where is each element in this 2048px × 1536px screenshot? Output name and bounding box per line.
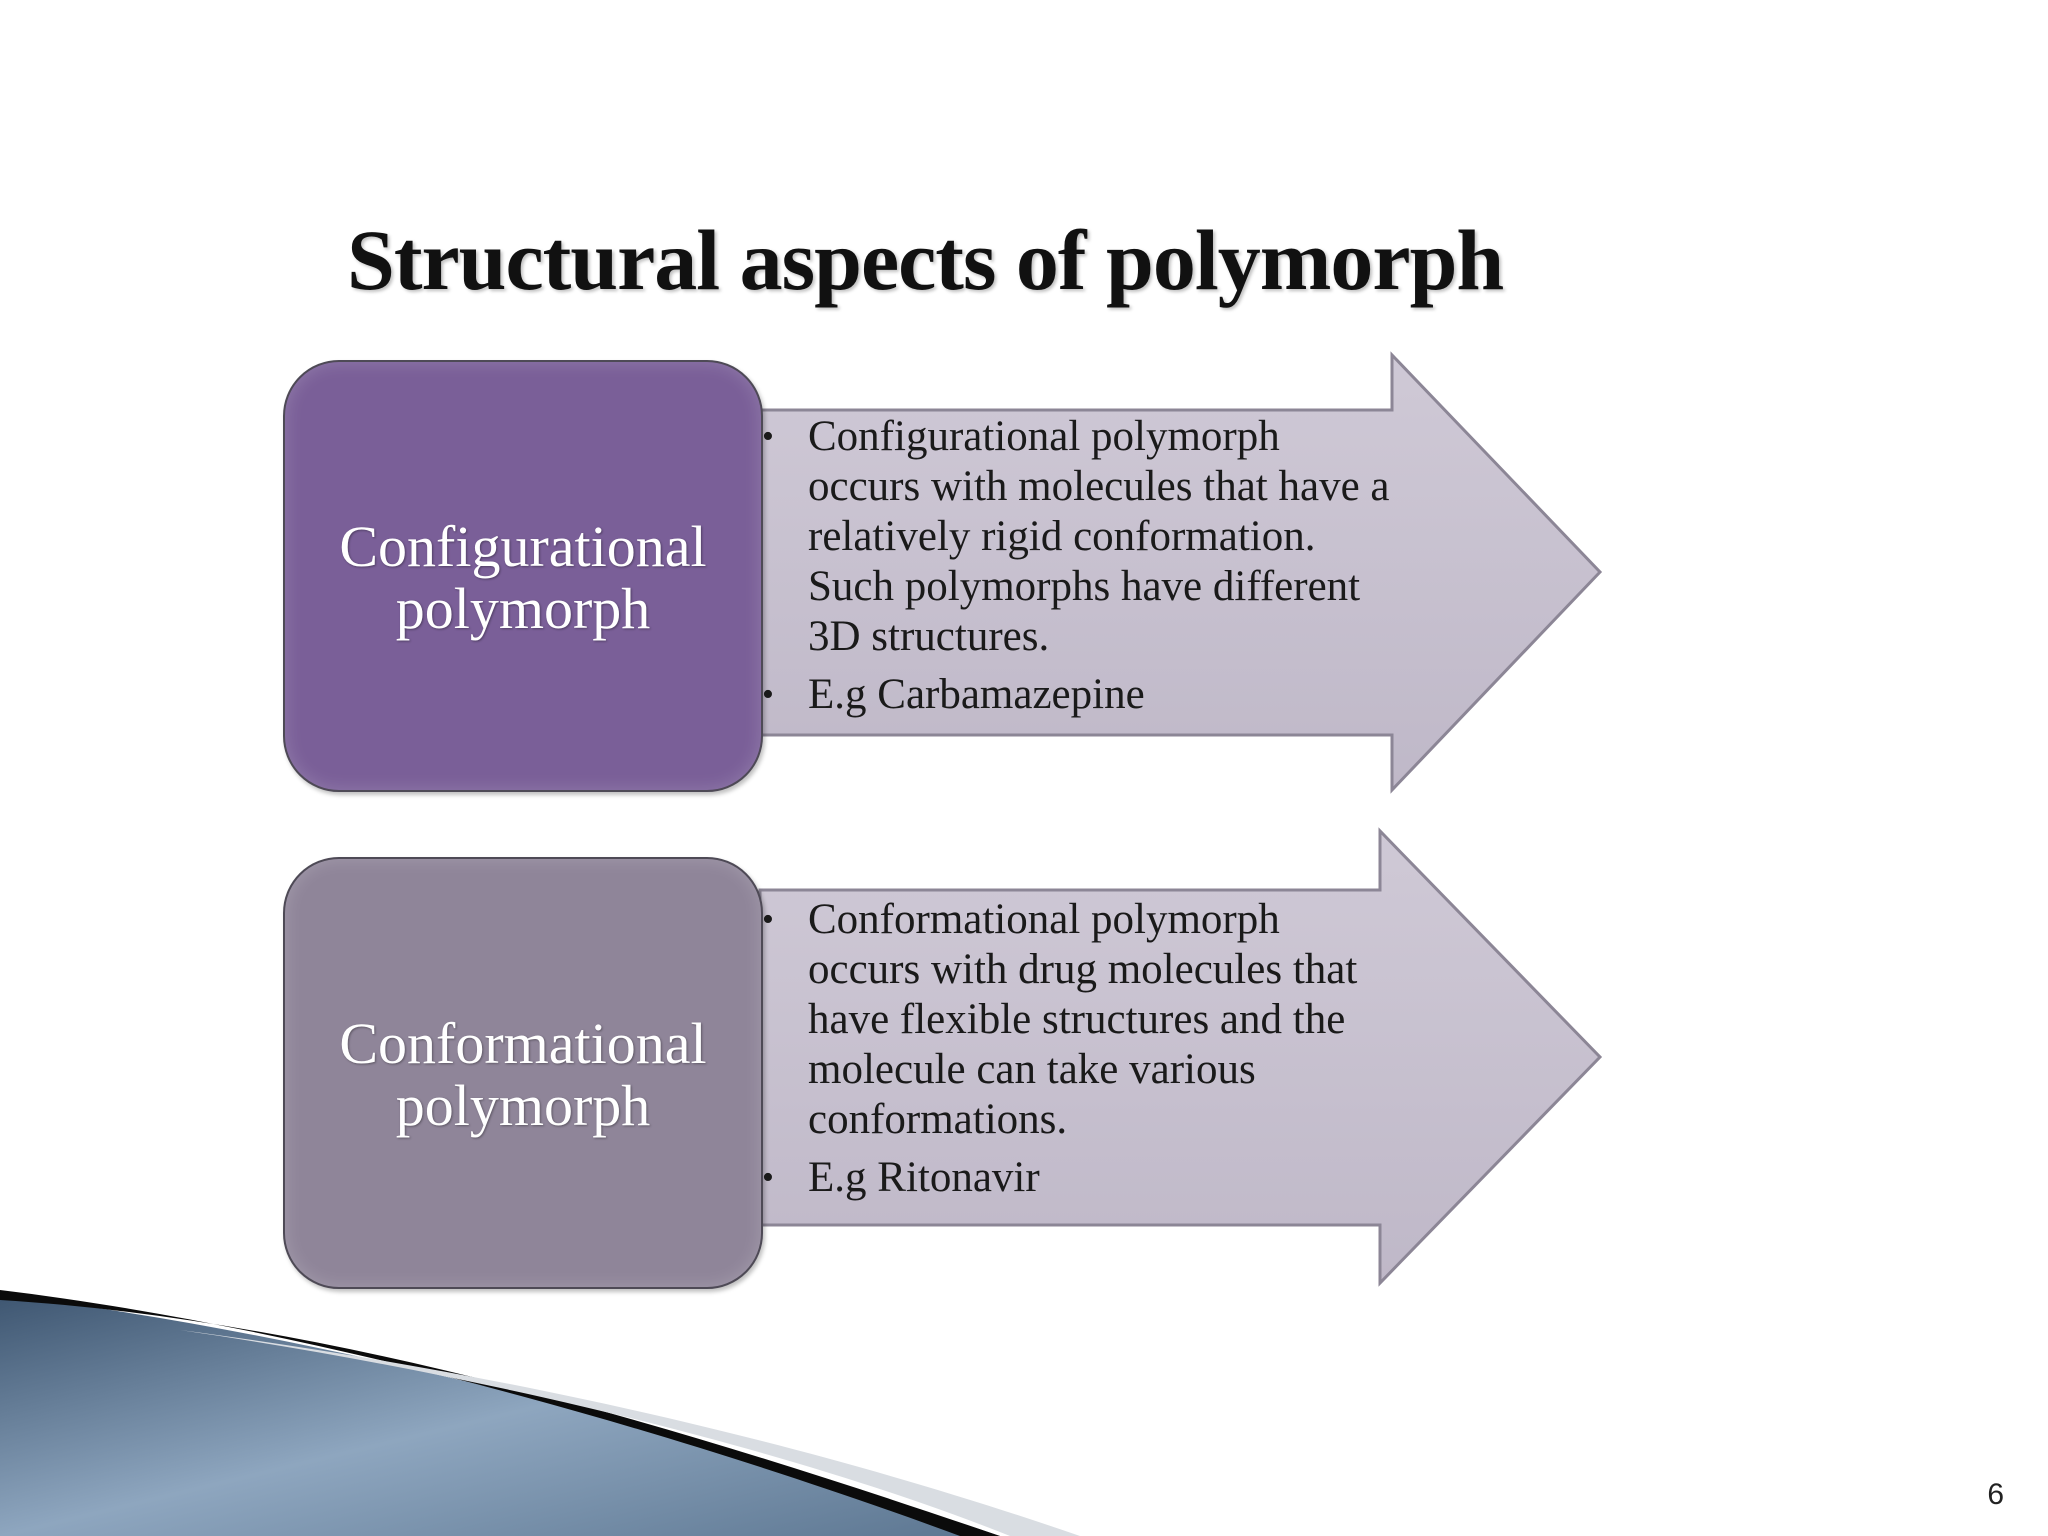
- category-label: Configurational polymorph: [339, 514, 707, 641]
- slide-title: Structural aspects of polymorph: [347, 212, 1504, 308]
- bullet-list-configurational: Configurational polymorph occurs with mo…: [762, 412, 1482, 728]
- bullet-item: Configurational polymorph occurs with mo…: [762, 412, 1482, 662]
- page-number: 6: [1987, 1478, 2004, 1511]
- bullet-item: E.g Carbamazepine: [762, 670, 1482, 720]
- bullet-item: E.g Ritonavir: [762, 1153, 1482, 1203]
- category-box-configurational: Configurational polymorph: [283, 360, 763, 792]
- bullet-item: Conformational polymorph occurs with dru…: [762, 895, 1482, 1145]
- bullet-list-conformational: Conformational polymorph occurs with dru…: [762, 895, 1482, 1211]
- category-label: Conformational polymorph: [339, 1011, 707, 1138]
- category-box-conformational: Conformational polymorph: [283, 857, 763, 1289]
